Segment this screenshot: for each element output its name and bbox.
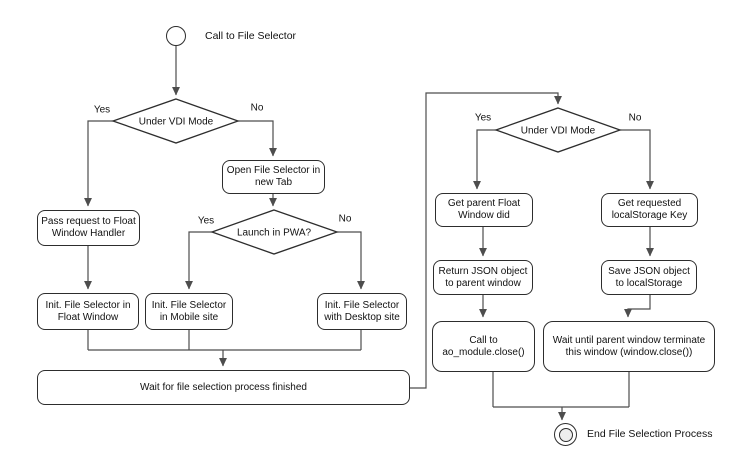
edge-save-json-to-wait-terminate xyxy=(623,295,651,318)
node-get-parent-float-window-did: Get parent Float Window did xyxy=(435,193,533,227)
node-label: Return JSON object to parent window xyxy=(438,265,528,289)
decision-vdi-left-shape xyxy=(111,98,240,144)
edge-vdi-left-no xyxy=(238,120,278,157)
node-get-requested-localstorage-key: Get requested localStorage Key xyxy=(601,193,698,227)
node-call-ao-module-close: Call to ao_module.close() xyxy=(432,321,535,372)
vdi-left-no-label: No xyxy=(248,102,266,114)
node-label: Get parent Float Window did xyxy=(447,198,521,221)
edge-wait-selection-to-vdi-right xyxy=(410,92,563,389)
node-init-file-selector-desktop-site: Init. File Selector with Desktop site xyxy=(317,293,407,330)
node-init-file-selector-float-window: Init. File Selector in Float Window xyxy=(37,293,139,330)
vdi-left-yes-label: Yes xyxy=(91,104,113,116)
edge-bottom-merge xyxy=(492,372,630,408)
node-return-json-to-parent-window: Return JSON object to parent window xyxy=(433,260,533,295)
node-save-json-to-localstorage: Save JSON object to localStorage xyxy=(601,260,697,295)
end-label: End File Selection Process xyxy=(587,428,713,440)
edge-vdi-right-yes xyxy=(472,129,496,190)
edge-vdi-left-yes xyxy=(83,120,113,207)
vdi-right-yes-label: Yes xyxy=(472,112,494,124)
node-label: Wait for file selection process finished xyxy=(140,381,307,393)
node-pass-request-float-window-handler: Pass request to Float Window Handler xyxy=(37,210,140,246)
node-label: Pass request to Float Window Handler xyxy=(41,216,136,239)
node-init-file-selector-mobile-site: Init. File Selector in Mobile site xyxy=(145,293,233,330)
start-node xyxy=(166,26,186,46)
node-wait-file-selection-finished: Wait for file selection process finished xyxy=(37,370,410,405)
node-label: Init. File Selector with Desktop site xyxy=(324,299,400,323)
decision-vdi-right-label: Under VDI Mode xyxy=(520,125,596,137)
pwa-no-label: No xyxy=(336,213,354,225)
pwa-yes-label: Yes xyxy=(195,215,217,227)
node-label: Wait until parent window terminate this … xyxy=(552,334,706,358)
node-label: Init. File Selector in Float Window xyxy=(45,299,131,323)
decision-vdi-left-label: Under VDI Mode xyxy=(138,116,214,128)
end-node-inner-circle xyxy=(558,427,573,442)
node-label: Get requested localStorage Key xyxy=(611,198,688,221)
edge-vdi-right-no xyxy=(620,129,655,190)
decision-vdi-right-shape xyxy=(494,107,622,153)
node-label: Open File Selector in new Tab xyxy=(226,165,321,188)
edge-init-merge xyxy=(87,330,362,351)
edge-pwa-no xyxy=(337,231,366,290)
decision-pwa-shape xyxy=(210,209,339,255)
node-label: Call to ao_module.close() xyxy=(442,334,525,358)
node-label: Init. File Selector in Mobile site xyxy=(151,299,227,323)
end-node xyxy=(554,423,577,446)
vdi-right-no-label: No xyxy=(626,112,644,124)
start-label: Call to File Selector xyxy=(205,30,297,42)
node-wait-parent-window-terminate: Wait until parent window terminate this … xyxy=(543,321,715,372)
node-open-file-selector-new-tab: Open File Selector in new Tab xyxy=(222,160,325,194)
node-label: Save JSON object to localStorage xyxy=(608,265,690,289)
decision-pwa-label: Launch in PWA? xyxy=(236,227,312,239)
edge-pwa-yes xyxy=(184,231,212,290)
